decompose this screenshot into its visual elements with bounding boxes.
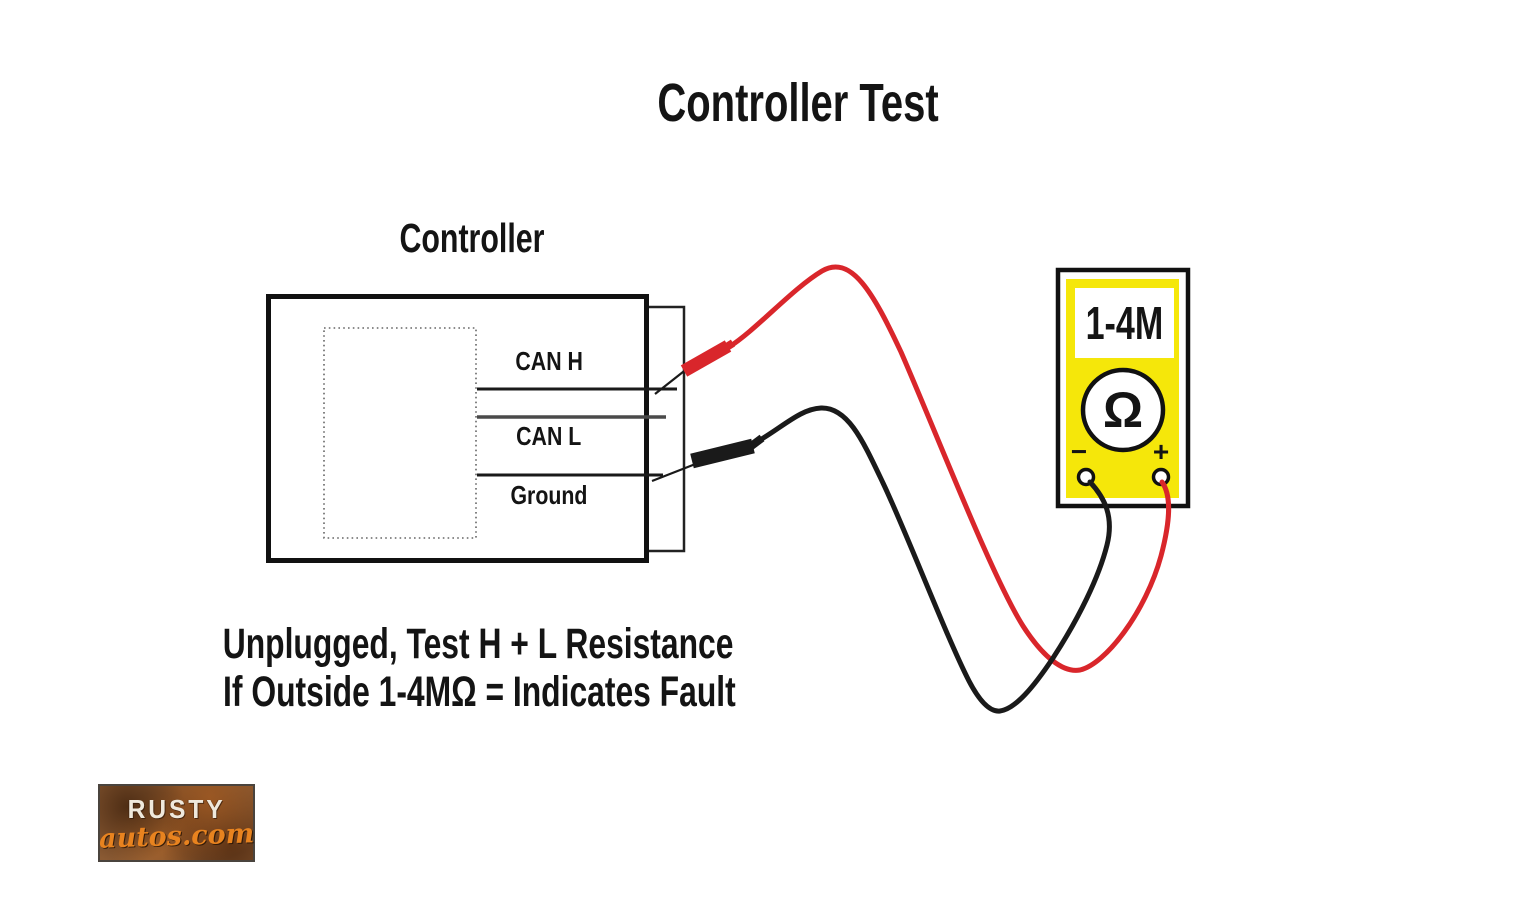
controller-connector-box: [644, 305, 686, 553]
pin-label-can-l: CAN L: [516, 421, 582, 451]
instruction-line-2: If Outside 1-4MΩ = Indicates Fault: [223, 668, 736, 716]
controller-label: Controller: [399, 215, 545, 261]
controller-box: [266, 294, 649, 563]
logo-brand-text: RUSTY: [127, 794, 226, 824]
negative-jack-label: −: [1070, 436, 1088, 467]
pin-label-ground: Ground: [510, 480, 588, 510]
page-title: Controller Test: [657, 73, 939, 133]
controller-inner-dotted-box: [323, 327, 477, 539]
pin-label-can-h: CAN H: [515, 346, 583, 376]
instruction-text: Unplugged, Test H + L Resistance If Outs…: [133, 620, 736, 716]
instruction-line-1: Unplugged, Test H + L Resistance: [222, 620, 734, 668]
positive-jack-label: +: [1152, 436, 1170, 467]
logo-domain-text: autos.com: [98, 818, 255, 855]
rustyautos-logo: RUSTY autos.com: [98, 784, 255, 862]
multimeter-display-value: 1-4M: [1085, 297, 1164, 349]
